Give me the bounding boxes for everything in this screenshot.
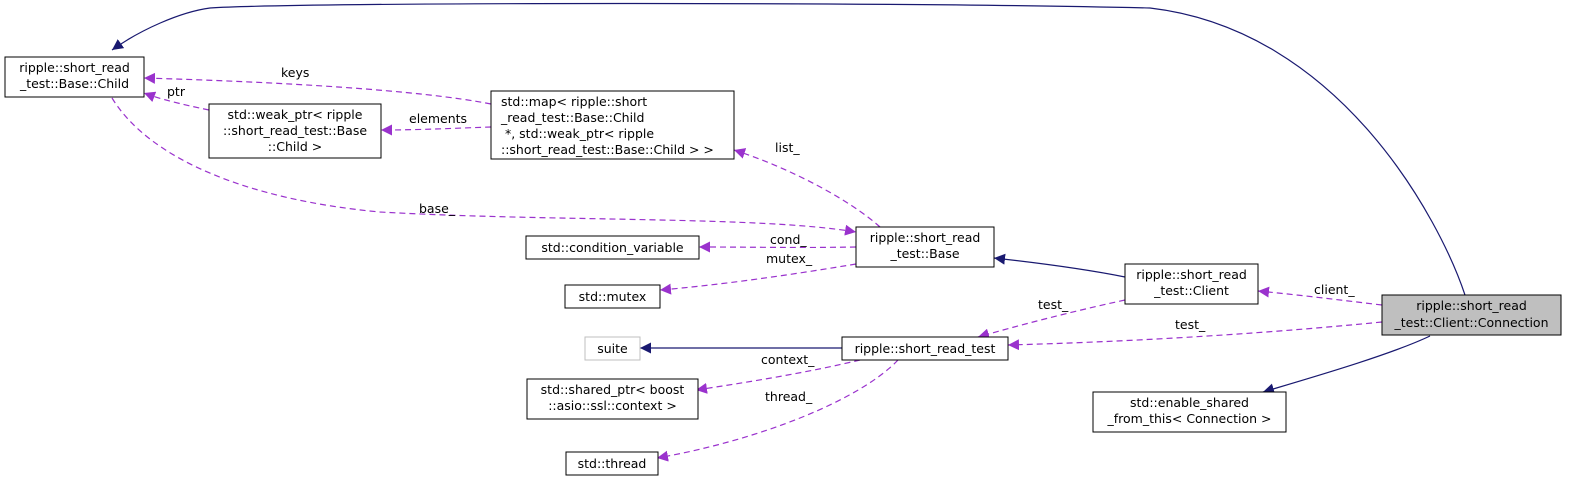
node-base[interactable]: ripple::short_read _test::Base [855, 226, 995, 268]
node-shared-ptr[interactable]: std::shared_ptr< boost ::asio::ssl::cont… [526, 378, 699, 420]
node-suite-line-1: suite [597, 341, 628, 356]
node-base-line-2: _test::Base [889, 246, 959, 261]
node-weak-ptr-line-1: std::weak_ptr< ripple [228, 107, 363, 122]
edge-label-thread: thread_ [765, 389, 813, 404]
edge-label-base: base_ [419, 201, 456, 216]
node-connection-line-2: _test::Client::Connection [1393, 315, 1548, 330]
node-thread[interactable]: std::thread [565, 451, 659, 476]
node-map-line-1: std::map< ripple::short [501, 94, 647, 109]
edge-label-list: list_ [775, 140, 800, 155]
node-client-line-2: _test::Client [1153, 283, 1229, 298]
edge-label-test-connection: test_ [1175, 317, 1206, 332]
edge-elements [380, 124, 492, 136]
node-thread-line-1: std::thread [578, 456, 647, 471]
node-short-read-test-line-1: ripple::short_read_test [855, 341, 996, 356]
edge-label-context: context_ [761, 352, 815, 367]
node-shared-ptr-line-2: ::asio::ssl::context > [548, 398, 677, 413]
node-map-line-4: ::short_read_test::Base::Child > > [501, 142, 714, 157]
node-client-line-1: ripple::short_read [1136, 267, 1247, 282]
node-suite[interactable]: suite [584, 336, 641, 361]
edge-connection-to-base-child [111, 2, 1466, 296]
edge-base [111, 97, 857, 236]
edge-list [733, 148, 881, 228]
edge-label-mutex: mutex_ [766, 251, 813, 266]
node-base-child[interactable]: ripple::short_read _test::Base::Child [4, 56, 145, 98]
edge-label-client: client_ [1314, 282, 1355, 297]
node-shared-ptr-line-1: std::shared_ptr< boost [541, 382, 685, 397]
edge-connection-to-enable-shared [1262, 335, 1431, 395]
node-connection[interactable]: ripple::short_read _test::Client::Connec… [1381, 294, 1562, 336]
edge-ptr [143, 91, 210, 111]
node-map[interactable]: std::map< ripple::short _read_test::Base… [490, 90, 735, 160]
edge-label-cond: cond_ [770, 232, 807, 247]
node-enable-shared-line-2: _from_this< Connection > [1106, 411, 1271, 426]
edge-label-keys: keys [281, 65, 309, 80]
edge-label-test-client: test_ [1038, 297, 1069, 312]
edge-client-to-base [993, 253, 1126, 278]
edge-label-ptr: ptr [167, 84, 186, 99]
edge-mutex [659, 263, 857, 295]
node-mutex[interactable]: std::mutex [564, 284, 661, 309]
node-base-line-1: ripple::short_read [870, 230, 981, 245]
node-short-read-test[interactable]: ripple::short_read_test [841, 336, 1009, 361]
node-condition-variable[interactable]: std::condition_variable [525, 235, 700, 260]
edge-context [695, 359, 861, 394]
edge-client [1257, 286, 1383, 306]
node-weak-ptr-line-2: ::short_read_test::Base [223, 123, 367, 138]
node-weak-ptr[interactable]: std::weak_ptr< ripple ::short_read_test:… [208, 103, 382, 159]
node-map-line-2: _read_test::Base::Child [500, 110, 644, 125]
edge-test-from-connection [1007, 321, 1383, 351]
node-base-child-line-2: _test::Base::Child [19, 76, 129, 91]
node-map-line-3: *, std::weak_ptr< ripple [501, 126, 654, 141]
node-condition-variable-line-1: std::condition_variable [541, 240, 684, 255]
node-base-child-line-1: ripple::short_read [19, 60, 130, 75]
node-weak-ptr-line-3: ::Child > [268, 139, 322, 154]
edge-thread [656, 359, 899, 462]
edge-label-elements: elements [409, 111, 467, 126]
node-enable-shared-from-this[interactable]: std::enable_shared _from_this< Connectio… [1092, 391, 1287, 433]
edge-keys [143, 72, 492, 105]
node-mutex-line-1: std::mutex [579, 289, 647, 304]
node-enable-shared-line-1: std::enable_shared [1130, 395, 1249, 410]
node-client[interactable]: ripple::short_read _test::Client [1124, 263, 1259, 305]
edge-test-from-client [977, 299, 1126, 340]
node-connection-line-1: ripple::short_read [1416, 298, 1527, 313]
